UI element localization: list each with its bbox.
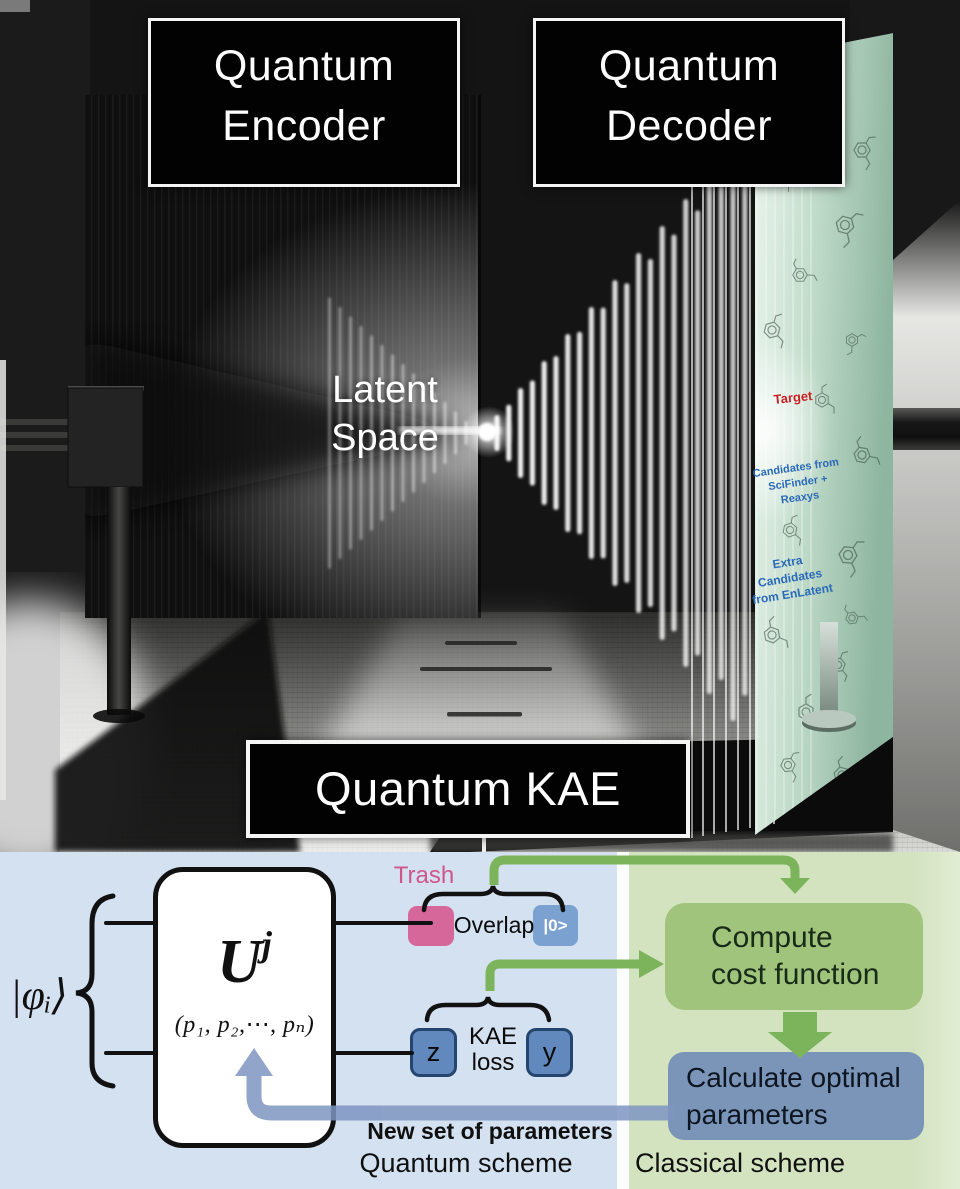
platform-left-face (55, 610, 300, 852)
zero-state-box: |0> (533, 905, 578, 946)
classical-scheme-label: Classical scheme (634, 1148, 846, 1178)
decoder-line1: Quantum (598, 42, 780, 90)
input-state-label: |φᵢ⟩ (10, 973, 68, 1019)
kae-connector-line (482, 836, 486, 852)
measurement-brace (424, 996, 552, 1023)
table-slots (420, 641, 552, 717)
compute-line2: cost function (711, 958, 880, 991)
y-measurement-box: y (526, 1028, 573, 1077)
unitary-symbol: Uj (217, 924, 272, 996)
feedback-arrow (235, 1048, 673, 1121)
interference-fringes (494, 145, 748, 721)
calculate-line2: parameters (686, 1099, 828, 1130)
scheme-diagram: Uj (p₁, p₂,⋯, pₙ) |0> z y Compute cost f… (0, 852, 960, 1189)
candidates-line2: SciFinder + Reaxys (767, 472, 829, 507)
latent-line2: Space (331, 417, 439, 459)
quantum-decoder-label: Quantum Decoder (533, 18, 845, 187)
trash-qubit-box (408, 906, 454, 946)
compute-line1: Compute (711, 921, 833, 954)
decoder-line2: Decoder (605, 102, 773, 150)
quantum-scheme-label: Quantum scheme (359, 1148, 573, 1178)
encoder-line2: Encoder (222, 102, 386, 150)
scheme-divider (617, 852, 629, 1189)
input-brace (75, 893, 116, 1089)
quantum-kae-label: Quantum KAE (246, 740, 690, 838)
scene-render: Quantum Encoder Quantum Decoder Latent S… (0, 0, 960, 852)
calculate-line1: Calculate optimal (686, 1062, 901, 1093)
kae-loss-label: KAE loss (458, 1024, 528, 1076)
left-rods (0, 419, 70, 451)
trash-label: Trash (393, 862, 455, 889)
pedestal (67, 386, 145, 723)
kae-loss-line1: KAE (468, 1023, 518, 1050)
loss-to-classical-arrow (485, 950, 664, 991)
latent-line1: Latent (332, 369, 438, 411)
screen-stand (820, 622, 838, 722)
kae-loss-line2: loss (471, 1049, 515, 1076)
overlap-label: Overlap (453, 912, 535, 938)
unitary-parameters: (p₁, p₂,⋯, pₙ) (174, 1012, 315, 1038)
lit-wall-wedge (893, 200, 960, 852)
quantum-encoder-label: Quantum Encoder (148, 18, 460, 187)
trash-brace (421, 885, 566, 913)
right-rod (893, 408, 960, 450)
trash-to-classical-arrow (489, 855, 810, 894)
light-beam (400, 427, 500, 434)
compute-to-calculate-arrow (768, 1012, 832, 1058)
circuit-artwork (75, 855, 832, 1121)
new-parameters-label: New set of parameters (367, 1118, 613, 1144)
kae-title: Quantum KAE (315, 762, 621, 815)
compute-cost-function-box: Compute cost function (665, 903, 923, 1010)
encoder-line1: Quantum (213, 42, 395, 90)
latent-space-label: Latent Space (300, 366, 470, 462)
unitary-superscript: j (261, 924, 272, 964)
qubit-wires (104, 921, 433, 1055)
calculate-optimal-parameters-box: Calculate optimal parameters (668, 1052, 924, 1140)
unitary-gate-box: Uj (p₁, p₂,⋯, pₙ) (153, 867, 336, 1148)
